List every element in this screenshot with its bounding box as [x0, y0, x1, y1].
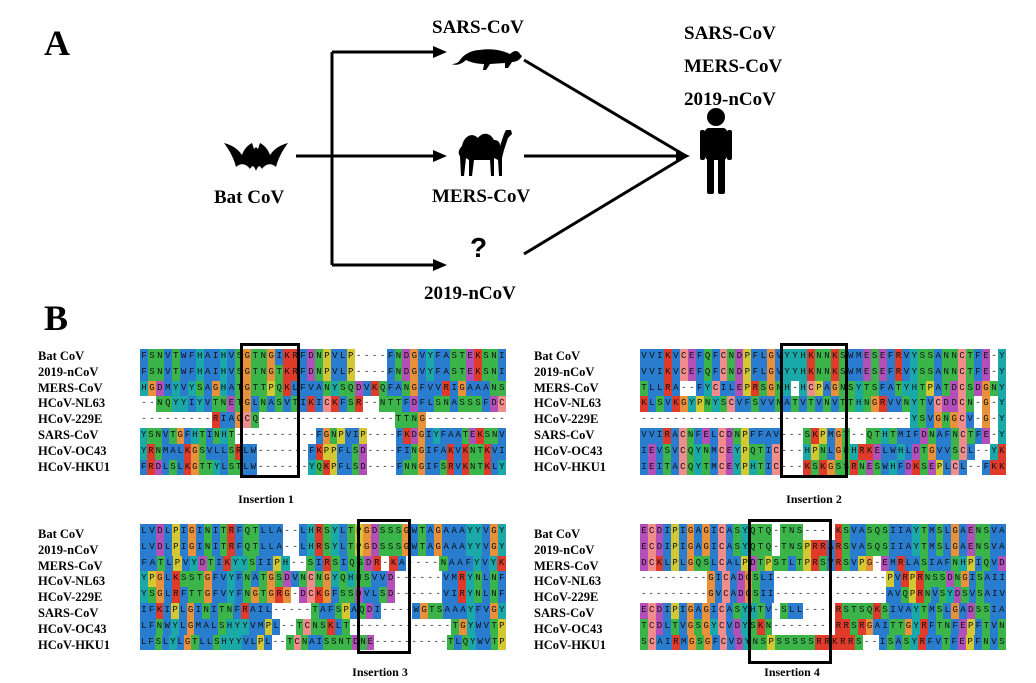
insertion-2-box	[780, 343, 848, 478]
sequence-name: SARS-CoV	[38, 605, 99, 620]
sequence-name: HCoV-HKU1	[38, 459, 110, 474]
sequence-name: HCoV-HKU1	[534, 637, 606, 652]
sequence-name: 2019-nCoV	[534, 364, 595, 379]
sequence-names-4: Bat CoV 2019-nCoV MERS-CoV HCoV-NL63 HCo…	[534, 527, 606, 653]
sequence-name: MERS-CoV	[534, 558, 599, 573]
mers-intermediate-label: MERS-CoV	[432, 186, 531, 207]
sequence-name: 2019-nCoV	[38, 542, 99, 557]
sequence-name: Bat CoV	[38, 349, 85, 363]
insertion-4-caption: Insertion 4	[764, 665, 820, 679]
civet-icon	[452, 49, 522, 70]
sequence-name: HCoV-229E	[38, 590, 103, 605]
human-ncov-label: 2019-nCoV	[684, 89, 776, 110]
panel-b-letter: B	[44, 298, 69, 338]
insertion-1-box	[240, 343, 300, 478]
insertion-2-caption: Insertion 2	[786, 492, 842, 506]
insertion-3-caption: Insertion 3	[352, 665, 408, 679]
insertion-4-box	[748, 519, 832, 664]
sequence-name: Bat CoV	[38, 527, 85, 541]
sequence-name: HCoV-NL63	[534, 396, 602, 411]
sequence-name: 2019-nCoV	[534, 542, 595, 557]
sequence-name: Bat CoV	[534, 349, 581, 363]
bat-cov-label: Bat CoV	[214, 187, 285, 208]
transmission-diagram	[224, 46, 732, 271]
sequence-name: SARS-CoV	[534, 427, 595, 442]
sequence-name: HCoV-HKU1	[38, 637, 110, 652]
sequence-name: HCoV-HKU1	[534, 459, 606, 474]
sequence-name: HCoV-229E	[534, 412, 599, 427]
sequence-name: HCoV-OC43	[534, 443, 603, 458]
sequence-names-1: Bat CoV 2019-nCoV MERS-CoV HCoV-NL63 HCo…	[38, 349, 110, 475]
insertion-3-box	[357, 519, 411, 654]
sequence-name: Bat CoV	[534, 527, 581, 541]
sequence-name: 2019-nCoV	[38, 364, 99, 379]
human-mers-label: MERS-CoV	[684, 56, 783, 77]
bat-icon	[224, 143, 288, 171]
sequence-name: HCoV-NL63	[38, 574, 106, 589]
sequence-name: HCoV-OC43	[38, 621, 107, 636]
ncov-intermediate-label: 2019-nCoV	[424, 283, 516, 304]
panel-a-letter: A	[44, 23, 70, 63]
sequence-name: HCoV-NL63	[534, 574, 602, 589]
arrows	[296, 50, 687, 267]
sequence-names-3: Bat CoV 2019-nCoV MERS-CoV HCoV-NL63 HCo…	[38, 527, 110, 653]
sequence-name: HCoV-229E	[38, 412, 103, 427]
sequence-name: SARS-CoV	[38, 427, 99, 442]
camel-icon	[458, 130, 512, 176]
sequence-name: HCoV-OC43	[534, 621, 603, 636]
sequence-name: HCoV-229E	[534, 590, 599, 605]
sequence-name: SARS-CoV	[534, 605, 595, 620]
unknown-host-question-mark: ?	[470, 232, 488, 263]
arrowheads	[433, 46, 690, 271]
sequence-name: HCoV-OC43	[38, 443, 107, 458]
sequence-name: MERS-CoV	[38, 558, 103, 573]
sequence-name: MERS-CoV	[38, 380, 103, 395]
human-sars-label: SARS-CoV	[684, 23, 776, 44]
human-icon	[700, 108, 732, 194]
sars-intermediate-label: SARS-CoV	[432, 17, 524, 38]
insertion-1-caption: Insertion 1	[238, 492, 294, 506]
sequence-names-2: Bat CoV 2019-nCoV MERS-CoV HCoV-NL63 HCo…	[534, 349, 606, 475]
sequence-name: HCoV-NL63	[38, 396, 106, 411]
sequence-name: MERS-CoV	[534, 380, 599, 395]
